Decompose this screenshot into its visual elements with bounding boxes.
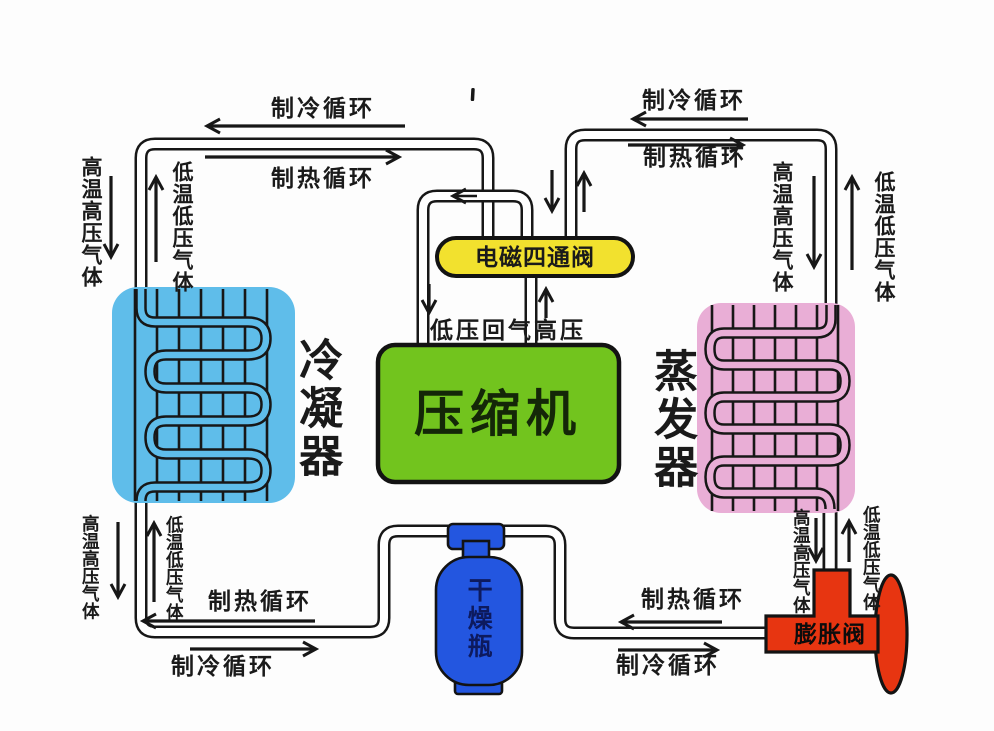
evaporator-box <box>697 303 855 513</box>
label-cooling-cycle-bottom-right: 制冷循环 <box>616 651 720 678</box>
tick-mark <box>470 88 475 102</box>
label-low-temp-gas-bottom-left: 低温低压气体 <box>164 515 185 621</box>
expansion-valve-label: 膨胀阀 <box>794 620 866 647</box>
label-heating-cycle-bottom-left: 制热循环 <box>208 587 312 614</box>
label-heating-cycle-top-right: 制热循环 <box>643 143 747 170</box>
label-low-temp-gas-top-left: 低温低压气体 <box>170 161 194 293</box>
expansion-valve-body <box>764 568 909 695</box>
label-cooling-cycle-top-right: 制冷循环 <box>642 86 746 113</box>
label-cooling-cycle-bottom-left: 制冷循环 <box>171 652 275 679</box>
flow-arrows <box>102 110 861 659</box>
label-high-temp-gas-top-right: 高温高压气体 <box>770 161 794 293</box>
evaporator-coil <box>704 305 851 510</box>
four-way-valve-body <box>435 236 635 278</box>
compressor-label: 压缩机 <box>414 385 582 442</box>
label-heating-cycle-top-left: 制热循环 <box>271 164 375 191</box>
label-high-temp-gas-bottom-right: 高温高压气体 <box>791 508 812 614</box>
label-heating-cycle-bottom-right: 制热循环 <box>641 585 745 612</box>
dryer-bottle-label: 干燥瓶 <box>464 577 493 661</box>
dryer-bottle-body <box>434 522 524 696</box>
label-low-temp-gas-top-right: 低温低压气体 <box>872 171 896 303</box>
condenser-label: 冷凝器 <box>292 337 342 481</box>
pipe-top-right-run <box>564 128 838 307</box>
label-low-temp-gas-bottom-right: 低温低压气体 <box>861 505 882 611</box>
label-cooling-cycle-top-left: 制冷循环 <box>271 94 375 121</box>
compressor-box <box>375 342 622 485</box>
label-high-temp-gas-top-left: 高温高压气体 <box>79 156 103 288</box>
condenser-coil <box>135 289 272 502</box>
label-high-temp-gas-bottom-left: 高温高压气体 <box>80 514 101 620</box>
four-way-valve-label: 电磁四通阀 <box>475 243 595 270</box>
condenser-box <box>112 287 295 503</box>
evaporator-label: 蒸发器 <box>647 348 697 492</box>
pipe-top-left-run <box>134 137 495 302</box>
label-low-pressure-return: 低压回气高压 <box>430 316 586 343</box>
pipe-dryer-to-expansion-valve <box>500 524 772 640</box>
